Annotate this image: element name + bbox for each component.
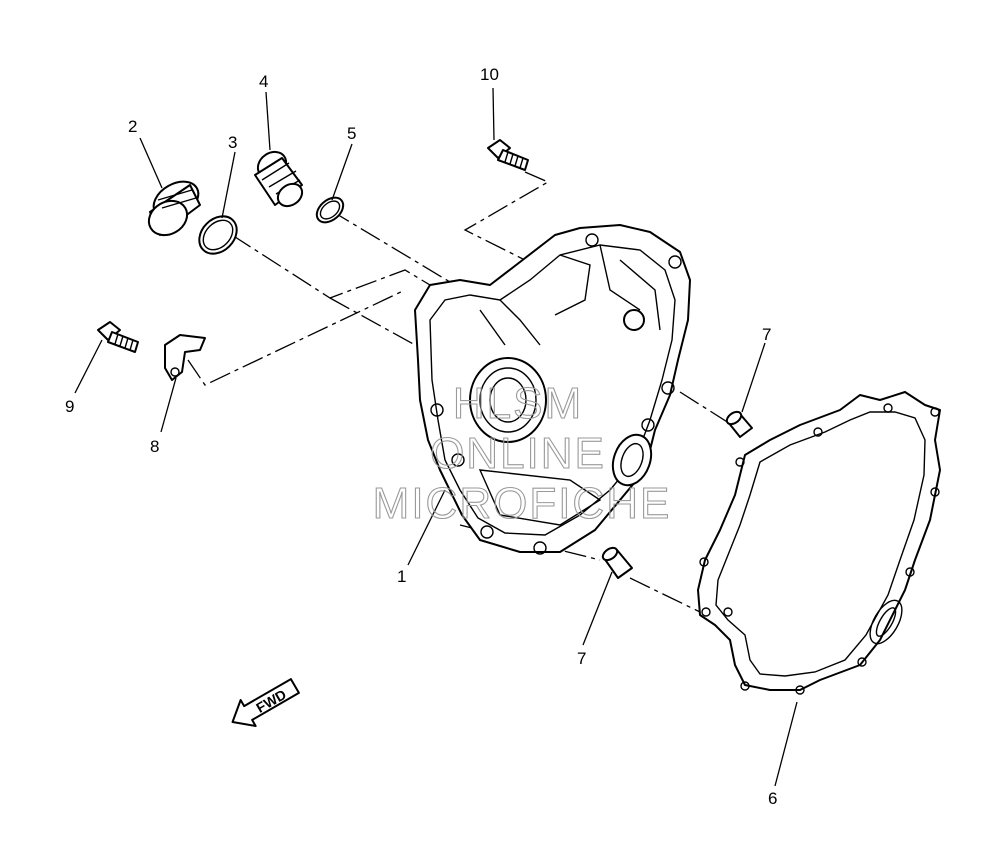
callout-7-lower[interactable]: 7 <box>577 649 586 668</box>
watermark-line-2: ONLINE <box>430 429 606 478</box>
watermark: HLSM ONLINE MICROFICHE <box>372 378 672 528</box>
o-ring-part-3[interactable] <box>192 209 244 261</box>
callout-4[interactable]: 4 <box>259 72 268 91</box>
callout-10[interactable]: 10 <box>480 65 499 84</box>
clamp-part-8[interactable] <box>164 334 206 381</box>
leader-lines <box>74 87 798 787</box>
callout-6[interactable]: 6 <box>768 789 777 808</box>
callout-2[interactable]: 2 <box>128 117 137 136</box>
watermark-line-3: MICROFICHE <box>373 479 672 528</box>
bolt-part-10[interactable] <box>487 139 529 171</box>
dowel-pin-part-7-upper[interactable] <box>725 409 753 438</box>
callout-7-upper[interactable]: 7 <box>762 325 771 344</box>
bolt-part-9[interactable] <box>97 321 139 353</box>
gasket-part-6[interactable] <box>697 391 941 695</box>
callout-5[interactable]: 5 <box>347 124 356 143</box>
callout-8[interactable]: 8 <box>150 437 159 456</box>
fwd-direction-arrow: FWD <box>231 678 300 727</box>
plug-part-2[interactable] <box>143 174 205 242</box>
plug-part-4[interactable] <box>253 147 307 211</box>
callout-9[interactable]: 9 <box>65 397 74 416</box>
o-ring-part-5[interactable] <box>312 193 348 228</box>
callout-3[interactable]: 3 <box>228 133 237 152</box>
watermark-line-1: HLSM <box>453 379 583 428</box>
crankcase-cover-part-1[interactable] <box>414 224 691 555</box>
dowel-pin-part-7-lower[interactable] <box>601 545 633 579</box>
callout-labels: 2 3 4 5 10 9 8 1 7 7 6 <box>65 65 777 808</box>
callout-1[interactable]: 1 <box>397 567 406 586</box>
